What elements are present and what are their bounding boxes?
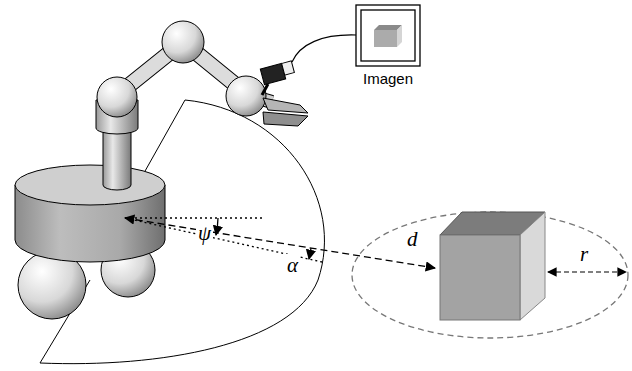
radius-arrow [548,271,626,272]
monitor-frame [354,4,422,68]
monitor-box: Imagen [352,4,424,87]
cube-front [440,235,520,320]
distance-line [125,218,435,268]
symbol-label: α [285,254,300,277]
gripper-jaw [263,98,308,113]
symbol-label: d [405,228,420,251]
base-top [15,165,165,205]
symbol-label: ψ [196,222,213,245]
gripper-jaw [263,112,308,126]
target-region [352,212,628,338]
joint [97,77,137,117]
joint [226,76,266,116]
reference-line [125,217,262,218]
view-sector-edge [140,100,185,180]
cube-side [520,212,545,320]
angle-arc [309,248,311,259]
angle-arc [216,218,218,235]
image-caption: Imagen [352,70,424,87]
column [103,125,131,190]
camera-wire [292,35,356,62]
symbol-label: r [578,243,590,266]
camera [260,63,285,84]
camera-lens [282,61,295,75]
camera-mount [262,84,268,95]
joint [162,21,204,63]
